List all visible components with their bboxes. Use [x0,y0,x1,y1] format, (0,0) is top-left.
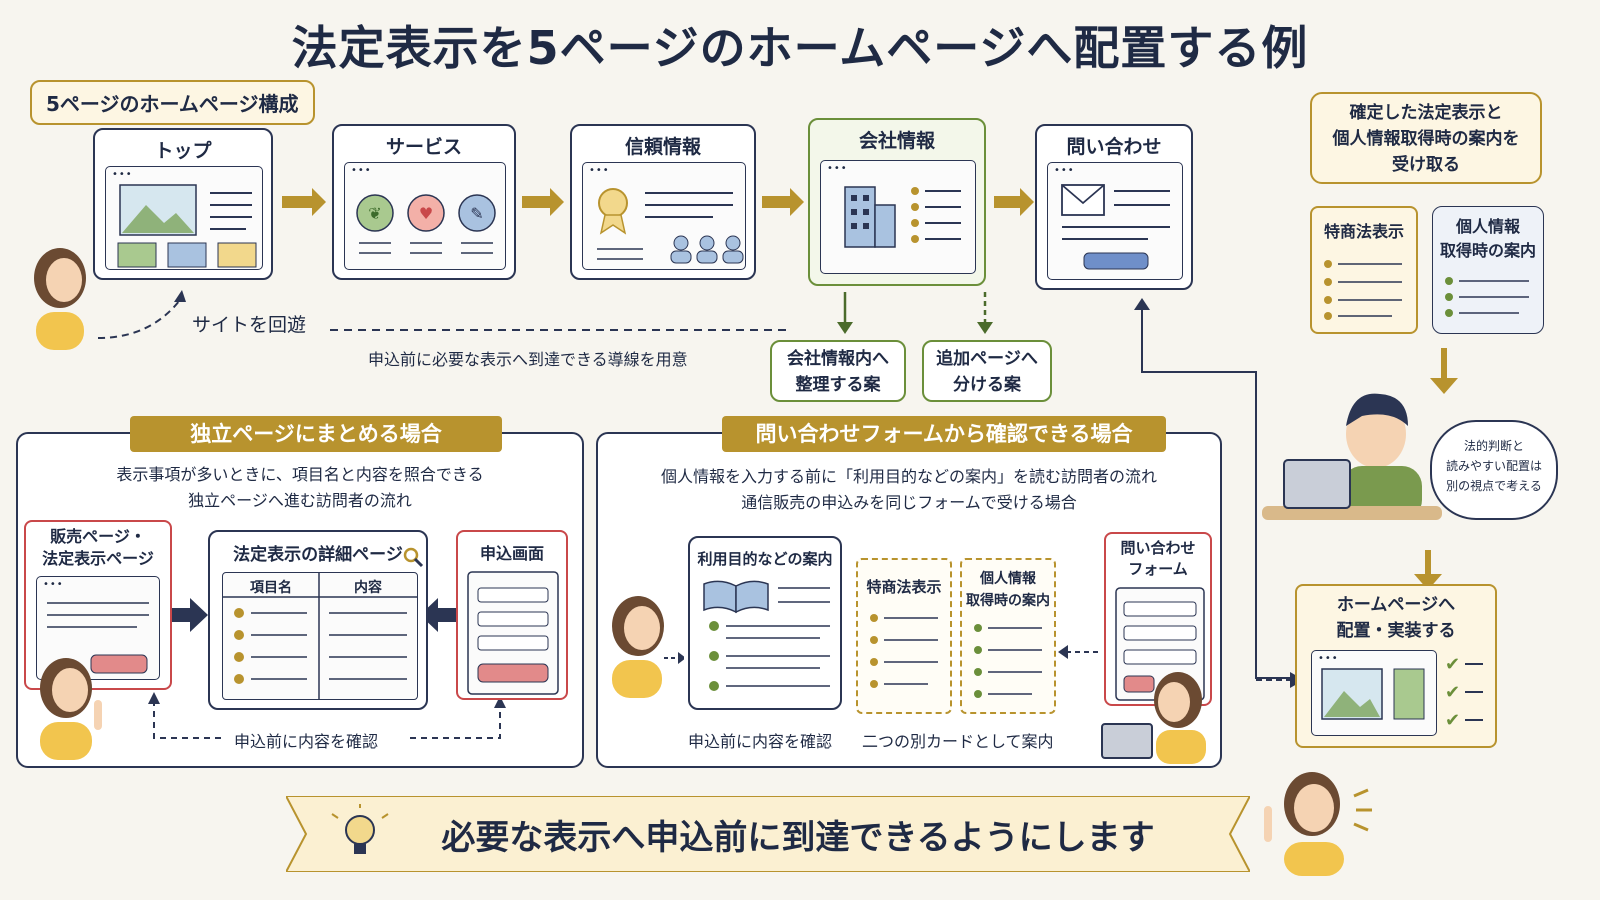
page-title: 法定表示を5ページのホームページへ配置する例 [291,21,1309,75]
checklist-icon: ✔ ✔ ✔ [1445,654,1483,731]
thought-bubble: 法的判断と 読みやすい配置は 別の視点で考える [1430,420,1558,520]
left-panel-banner: 独立ページにまとめる場合 [130,416,502,452]
tokusho-card-label: 特商法表示 [866,578,942,596]
browser-window-icon: ••• [1311,650,1437,736]
magnifier-icon [403,547,424,568]
thought-text: 法的判断と 読みやすい配置は 別の視点で考える [1445,439,1542,493]
column-header: 項目名 [250,580,292,596]
detail-table: 項目名 内容 [222,572,418,700]
sales-card-label: 販売ページ・ 法定表示ページ [42,527,154,568]
browser-window-icon: ••• [820,160,976,274]
back-arrow [1058,645,1102,659]
purpose-card-label: 利用目的などの案内 [697,550,833,568]
left-panel-desc: 表示事項が多いときに、項目名と内容を照合できる 独立ページへ進む訪問者の流れ [116,465,484,510]
left-confirm-label: 申込前に内容を確認 [234,732,379,751]
doc-tokusho: 特商法表示 [1310,206,1418,334]
svg-text:♥: ♥ [419,204,433,223]
person-pointing-icon [40,658,102,760]
page-card-label: 信頼情報 [624,136,701,158]
option-company-info: 会社情報内へ 整理する案 [770,340,906,402]
building-icon [844,186,961,248]
svg-text:✔: ✔ [1445,710,1460,731]
doc-label: 特商法表示 [1323,222,1404,241]
speech-text: 確定した法定表示と 個人情報取得時の案内を 受け取る [1332,103,1520,175]
right-panel-banner: 問い合わせフォームから確認できる場合 [722,416,1166,452]
svg-text:✔: ✔ [1445,654,1460,675]
person-icon [34,248,86,350]
mail-icon [1061,184,1170,270]
privacy-card-label: 個人情報 取得時の案内 [966,571,1050,609]
speech-bubble: 確定した法定表示と 個人情報取得時の案内を 受け取る [1310,92,1542,184]
apply-card-label: 申込画面 [479,544,544,563]
column-header: 内容 [354,580,382,596]
doc-label: 個人情報 取得時の案内 [1439,217,1536,260]
implement-card: ホームページへ 配置・実装する ••• ✔ ✔ ✔ [1295,584,1497,748]
page-card-label: サービス [385,136,462,158]
browser-window-icon: ••• [1047,162,1183,280]
page-card-company: 会社情報 ••• [808,118,986,286]
left-panel-arrows [148,598,506,739]
structure-label: 5ページのホームページ構成 [30,80,315,125]
doc-privacy: 個人情報 取得時の案内 [1432,206,1544,334]
person-laptop-icon [1262,393,1442,520]
browser-window-icon: ••• [105,166,263,270]
page-card-trust: 信頼情報 ••• [570,124,756,280]
page-card-contact: 問い合わせ ••• [1035,124,1193,290]
contact-form-card: 問い合わせ フォーム [1104,532,1212,706]
svg-text:✔: ✔ [1445,682,1460,703]
form-card-label: 問い合わせ フォーム [1120,539,1196,578]
page-card-label: トップ [154,140,212,162]
privacy-card: 個人情報 取得時の案内 [960,558,1056,714]
detail-card-label: 法定表示の詳細ページ [233,545,403,565]
route-label: 申込前に必要な表示へ到達できる導線を用意 [368,350,688,369]
browser-window-icon: ••• ❦ ♥ ✎ [344,162,506,270]
page-card-label: 会社情報 [858,130,935,152]
person-laptop-icon [1101,672,1206,764]
page-card-label: 問い合わせ [1066,136,1162,158]
right-panel-desc: 個人情報を入力する前に「利用目的などの案内」を読む訪問者の流れ 通信販売の申込み… [660,467,1157,512]
lightbulb-icon [331,804,389,854]
separate-card-label: 二つの別カードとして案内 [862,732,1054,751]
svg-text:✎: ✎ [470,204,483,223]
apply-screen-card: 申込画面 [456,530,568,700]
implement-text: ホームページへ 配置・実装する [1336,595,1456,641]
book-icon [703,580,830,691]
site-tour-label: サイトを回遊 [192,314,307,336]
svg-text:❦: ❦ [368,204,381,223]
footer-ribbon [286,796,1250,872]
option-additional-page: 追加ページへ 分ける案 [922,340,1052,402]
footer-message: 必要な表示へ申込前に到達できるようにします [441,818,1155,858]
person-icon [612,596,684,698]
purpose-guide-card: 利用目的などの案内 [688,536,842,710]
tokusho-card: 特商法表示 [856,558,952,714]
page-card-top: トップ ••• [93,128,273,280]
browser-window-icon: ••• [582,162,746,270]
right-confirm-label: 申込前に内容を確認 [688,732,833,751]
landscape-image-icon [117,184,257,268]
page-card-service: サービス ••• ❦ ♥ ✎ [332,124,516,280]
detail-page-card: 法定表示の詳細ページ 項目名 内容 [208,530,428,710]
person-pointing-icon [1264,772,1372,876]
